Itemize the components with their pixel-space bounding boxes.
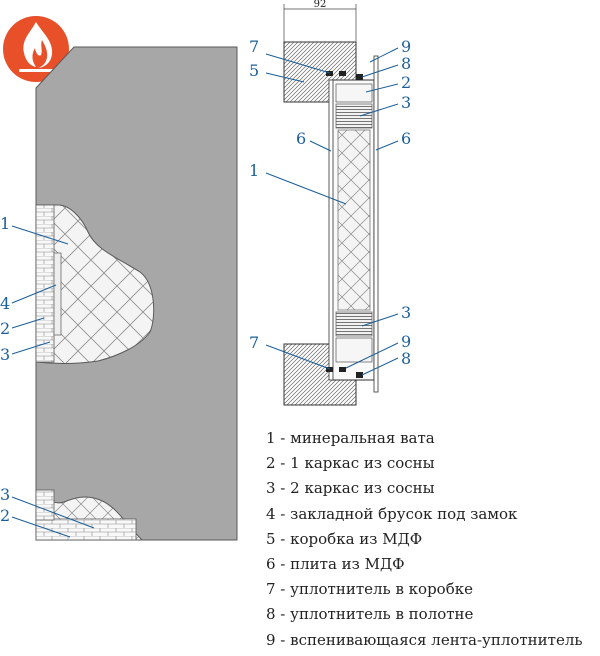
legend-item: 9 - вспенивающаяся лента-уплотнитель	[266, 630, 583, 649]
legend-list: 1 - минеральная вата 2 - 1 каркас из сос…	[266, 426, 583, 653]
callout-front-4: 4	[0, 294, 10, 313]
pine-frame-2-lower-side	[35, 489, 55, 521]
callout-section-7-top: 7	[249, 37, 259, 56]
seal-leaf-bottom	[356, 372, 363, 378]
seal-frame-bottom-2	[339, 367, 346, 372]
pine-frame-1-lower	[35, 518, 137, 541]
legend-item: 2 - 1 каркас из сосны	[266, 454, 435, 473]
mdf-board-left	[328, 79, 334, 381]
callout-front-1: 1	[0, 214, 10, 233]
callout-section-1: 1	[249, 161, 259, 180]
callout-section-3-top: 3	[401, 93, 411, 112]
seal-frame-top	[326, 71, 333, 76]
legend-item: 6 - плита из МДФ	[266, 554, 405, 573]
callout-section-9-bottom: 9	[401, 332, 411, 351]
pine-frame-2-top	[335, 103, 373, 129]
legend-item: 5 - коробка из МДФ	[266, 529, 423, 548]
callout-section-5-top: 5	[249, 61, 259, 80]
seal-frame-bottom	[326, 367, 333, 372]
callout-section-3-bottom: 3	[401, 303, 411, 322]
frame-width-dimension: 92	[283, 0, 357, 42]
front-view-callouts: 1 4 2 3 3 2	[0, 214, 95, 538]
upper-cutaway-insulation	[35, 204, 155, 364]
pine-frame-1-upper	[35, 204, 55, 363]
lock-block	[53, 252, 62, 336]
legend-item: 1 - минеральная вата	[266, 429, 435, 447]
legend-item: 8 - уплотнитель в полотне	[266, 605, 474, 624]
mineral-wool-core	[337, 129, 371, 311]
callout-section-6-left: 6	[296, 129, 306, 148]
fire-flame-icon	[19, 22, 53, 72]
legend-item: 4 - закладной брусок под замок	[266, 504, 518, 523]
dimension-label: 92	[314, 0, 327, 10]
callout-front-lower-3: 3	[0, 485, 10, 504]
mdf-board-right	[373, 55, 379, 393]
door-front-view	[35, 46, 238, 541]
legend-item: 3 - 2 каркас из сосны	[266, 479, 435, 498]
callout-front-2: 2	[0, 319, 10, 338]
section-callouts: 7 5 9 8 2 3 6 6 1 3 7 9 8	[249, 37, 411, 376]
seal-leaf-top	[356, 74, 363, 80]
seal-frame-top-2	[339, 71, 346, 76]
door-cross-section: 92	[283, 0, 379, 406]
callout-section-8-bottom: 8	[401, 349, 411, 368]
callout-front-3: 3	[0, 345, 10, 364]
callout-section-9-top: 9	[401, 37, 411, 56]
pine-frame-2-bottom	[335, 311, 373, 337]
callout-section-7-bottom: 7	[249, 333, 259, 352]
callout-section-2-top: 2	[401, 73, 411, 92]
legend-item: 7 - уплотнитель в коробке	[266, 580, 473, 599]
pine-frame-1-top	[335, 83, 373, 103]
callout-section-8-top: 8	[401, 54, 411, 73]
pine-frame-1-bottom	[335, 337, 373, 363]
fire-badge	[3, 16, 69, 82]
callout-section-6-right: 6	[401, 129, 411, 148]
callout-front-lower-2: 2	[0, 506, 10, 525]
